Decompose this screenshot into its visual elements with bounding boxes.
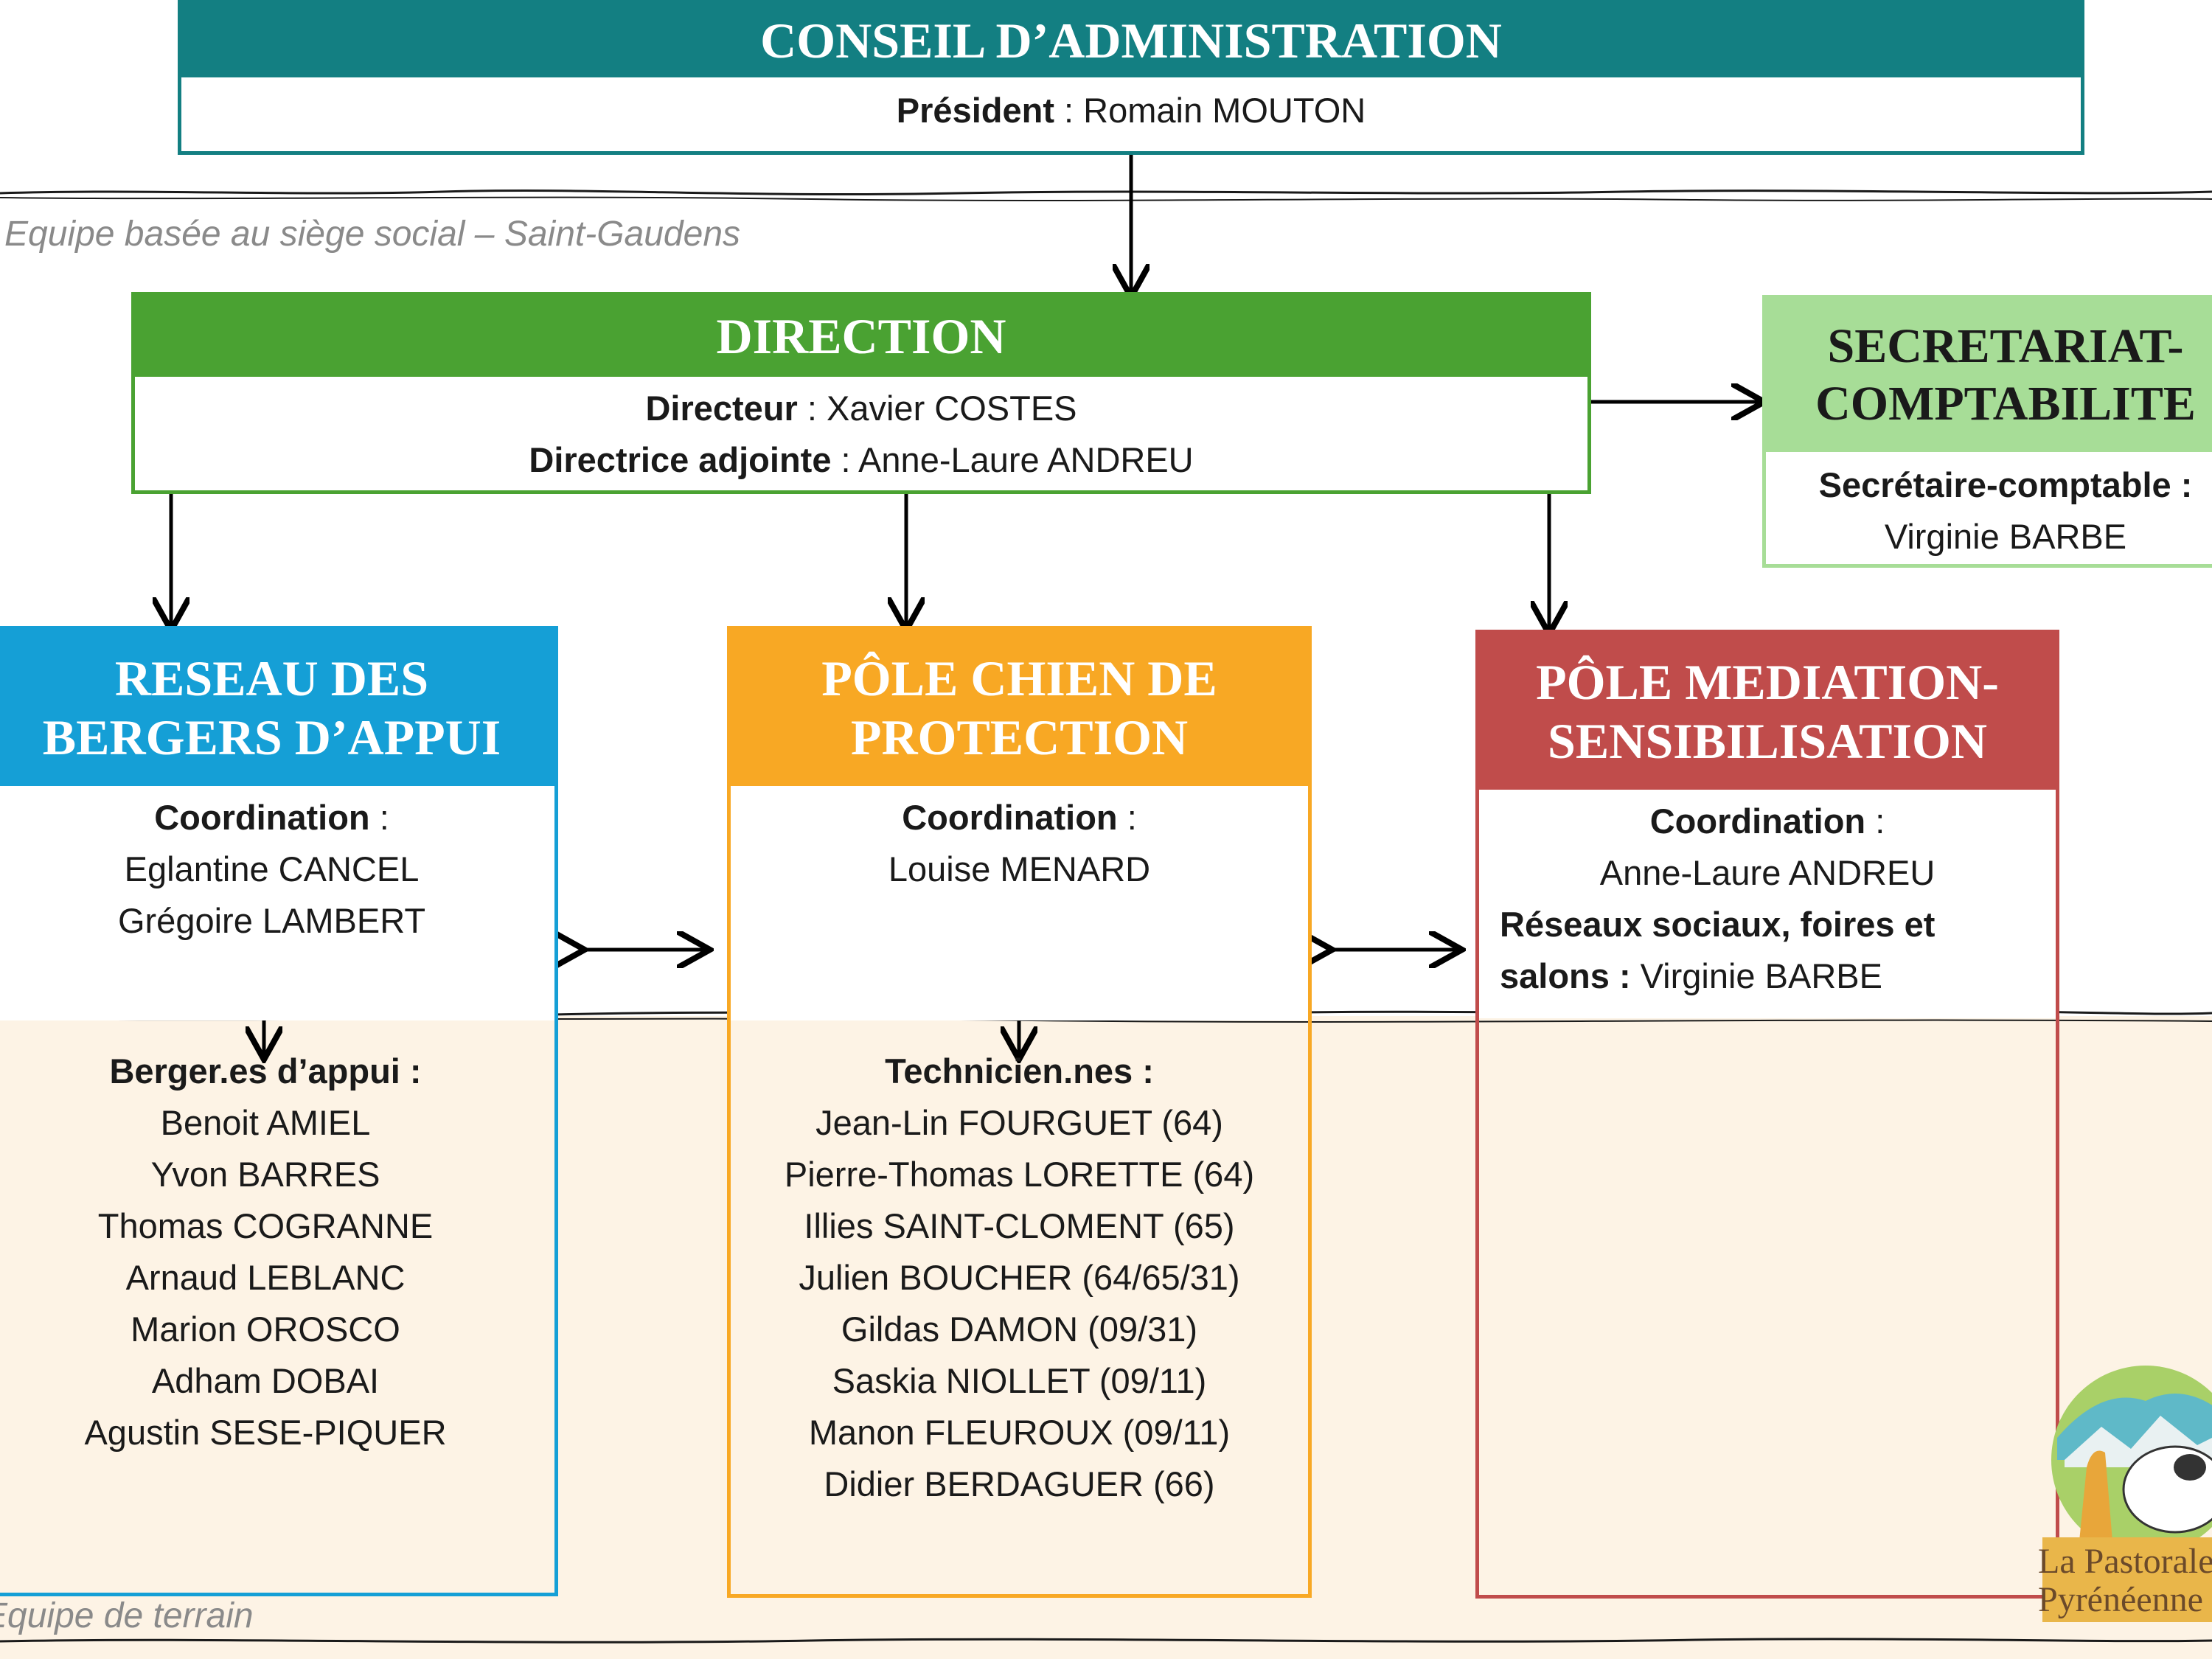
divider-bottom bbox=[0, 1638, 2212, 1644]
mediation-extra-label-1: Réseaux sociaux, foires et bbox=[1500, 905, 1935, 944]
mediation-header: PÔLE MEDIATION- SENSIBILISATION bbox=[1479, 633, 2056, 790]
reseau-coord-label: Coordination : bbox=[154, 798, 389, 837]
list-item: Gildas DAMON (09/31) bbox=[841, 1310, 1198, 1349]
divider-siege-top bbox=[0, 189, 2212, 196]
chien-title-1: PÔLE CHIEN DE bbox=[821, 650, 1217, 706]
secretariat-box: SECRETARIAT- COMPTABILITE Secrétaire-com… bbox=[1762, 295, 2212, 568]
list-item: Marion OROSCO bbox=[131, 1310, 400, 1349]
caption-siege: Equipe basée au siège social – Saint-Gau… bbox=[4, 215, 741, 254]
field-team-background bbox=[0, 1016, 2212, 1659]
list-item: Adham DOBAI bbox=[151, 1361, 380, 1400]
list-item: Didier BERDAGUER (66) bbox=[824, 1464, 1215, 1503]
reseau-coord-name-2: Grégoire LAMBERT bbox=[117, 901, 426, 940]
conseil-box: CONSEIL D’ADMINISTRATION Président : Rom… bbox=[178, 0, 2084, 155]
reseau-list-title: Berger.es d’appui : bbox=[109, 1051, 422, 1091]
mediation-coord-panel bbox=[1479, 790, 2056, 1018]
chien-coord-label: Coordination : bbox=[902, 798, 1137, 837]
reseau-coord-panel bbox=[0, 786, 554, 1020]
mediation-coord-label: Coordination : bbox=[1649, 801, 1885, 841]
reseau-coord-name-1: Eglantine CANCEL bbox=[124, 849, 420, 888]
direction-box: DIRECTION Directeur : Xavier COSTES Dire… bbox=[131, 292, 1591, 494]
list-item: Jean-Lin FOURGUET (64) bbox=[815, 1103, 1223, 1142]
logo-text-2: Pyrénéenne bbox=[2038, 1580, 2203, 1619]
mediation-extra-line-2: salons : Virginie BARBE bbox=[1500, 956, 1882, 995]
chien-header: PÔLE CHIEN DE PROTECTION bbox=[731, 630, 1308, 786]
divider-siege-top-2 bbox=[0, 196, 2212, 201]
secretariat-role: Secrétaire-comptable : bbox=[1818, 465, 2193, 504]
conseil-header: CONSEIL D’ADMINISTRATION bbox=[181, 4, 2081, 77]
list-item: Agustin SESE-PIQUER bbox=[84, 1413, 447, 1452]
reseau-box: RESEAU DES BERGERS D’APPUI Coordination … bbox=[0, 626, 558, 1596]
chien-box: PÔLE CHIEN DE PROTECTION Coordination : … bbox=[727, 626, 1312, 1598]
chien-members-list: Technicien.nes : Jean-Lin FOURGUET (64) … bbox=[727, 1046, 1312, 1510]
reseau-title-1: RESEAU DES bbox=[114, 650, 429, 706]
list-item: Manon FLEUROUX (09/11) bbox=[808, 1413, 1231, 1452]
list-item: Arnaud LEBLANC bbox=[125, 1258, 406, 1297]
list-item: Pierre-Thomas LORETTE (64) bbox=[784, 1155, 1255, 1194]
mediation-coord-name: Anne-Laure ANDREU bbox=[1599, 853, 1935, 892]
mediation-title-1: PÔLE MEDIATION- bbox=[1536, 653, 1999, 710]
list-item: Julien BOUCHER (64/65/31) bbox=[799, 1258, 1240, 1297]
secretariat-title-1: SECRETARIAT- bbox=[1827, 319, 2184, 374]
logo-emblem-icon bbox=[2042, 1366, 2212, 1622]
direction-header: DIRECTION bbox=[135, 296, 1587, 377]
direction-title: DIRECTION bbox=[716, 307, 1006, 364]
mediation-box: PÔLE MEDIATION- SENSIBILISATION Coordina… bbox=[1475, 630, 2059, 1599]
conseil-title: CONSEIL D’ADMINISTRATION bbox=[760, 12, 1502, 69]
list-item: Benoit AMIEL bbox=[160, 1103, 371, 1142]
secretariat-header: SECRETARIAT- COMPTABILITE bbox=[1766, 299, 2212, 452]
secretariat-name: Virginie BARBE bbox=[1884, 517, 2127, 556]
caption-terrain: Equipe de terrain bbox=[0, 1596, 254, 1635]
chien-list-title: Technicien.nes : bbox=[885, 1051, 1154, 1091]
chien-coord-panel bbox=[731, 786, 1308, 1020]
conseil-role: Président bbox=[896, 91, 1054, 130]
conseil-body: Président : Romain MOUTON bbox=[896, 91, 1366, 130]
reseau-header: RESEAU DES BERGERS D’APPUI bbox=[0, 630, 554, 786]
list-item: Yvon BARRES bbox=[150, 1155, 380, 1194]
secretariat-title-2: COMPTABILITE bbox=[1815, 377, 2196, 431]
pastorale-logo: La Pastorale Pyrénéenne bbox=[2035, 1357, 2212, 1622]
list-item: Saskia NIOLLET (09/11) bbox=[832, 1361, 1207, 1400]
logo-text-1: La Pastorale bbox=[2038, 1542, 2212, 1581]
reseau-title-2: BERGERS D’APPUI bbox=[42, 709, 501, 765]
list-item: Thomas COGRANNE bbox=[97, 1206, 434, 1245]
conseil-name: Romain MOUTON bbox=[1083, 91, 1366, 130]
chien-coord-name: Louise MENARD bbox=[888, 849, 1151, 888]
chien-title-2: PROTECTION bbox=[850, 709, 1189, 765]
mediation-title-2: SENSIBILISATION bbox=[1548, 713, 1987, 769]
reseau-members-list: Berger.es d’appui : Benoit AMIEL Yvon BA… bbox=[0, 1046, 531, 1458]
direction-line1: Directeur : Xavier COSTES bbox=[645, 389, 1077, 428]
direction-line2: Directrice adjointe : Anne-Laure ANDREU bbox=[529, 440, 1194, 479]
list-item: Illies SAINT-CLOMENT (65) bbox=[804, 1206, 1235, 1245]
